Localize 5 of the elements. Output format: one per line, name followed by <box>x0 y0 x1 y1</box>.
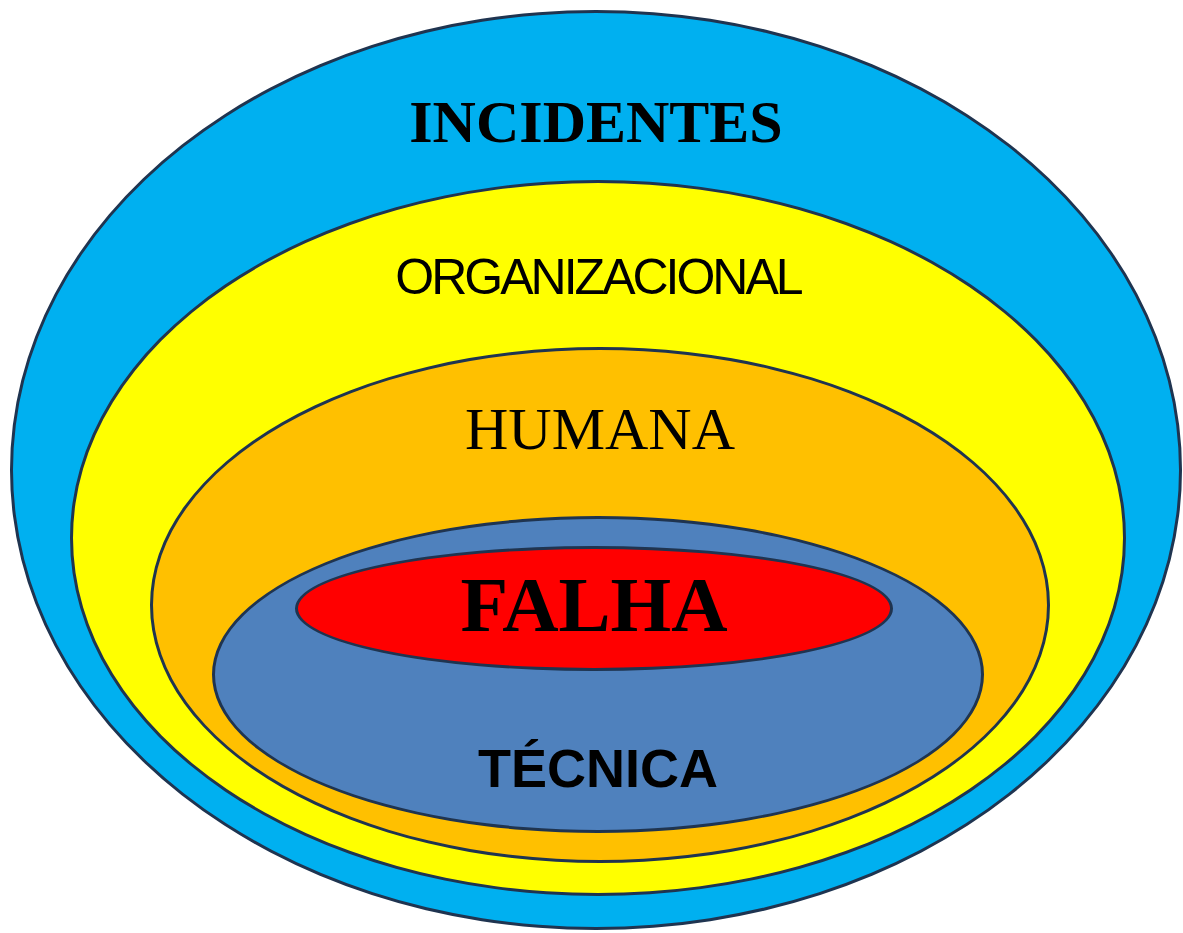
ellipse-label: FALHA <box>460 566 728 644</box>
ellipse-label: HUMANA <box>465 399 735 459</box>
ellipse-label: TÉCNICA <box>478 741 718 795</box>
ellipse-label: INCIDENTES <box>409 92 783 152</box>
ellipse-label: ORGANIZACIONAL <box>395 252 801 302</box>
